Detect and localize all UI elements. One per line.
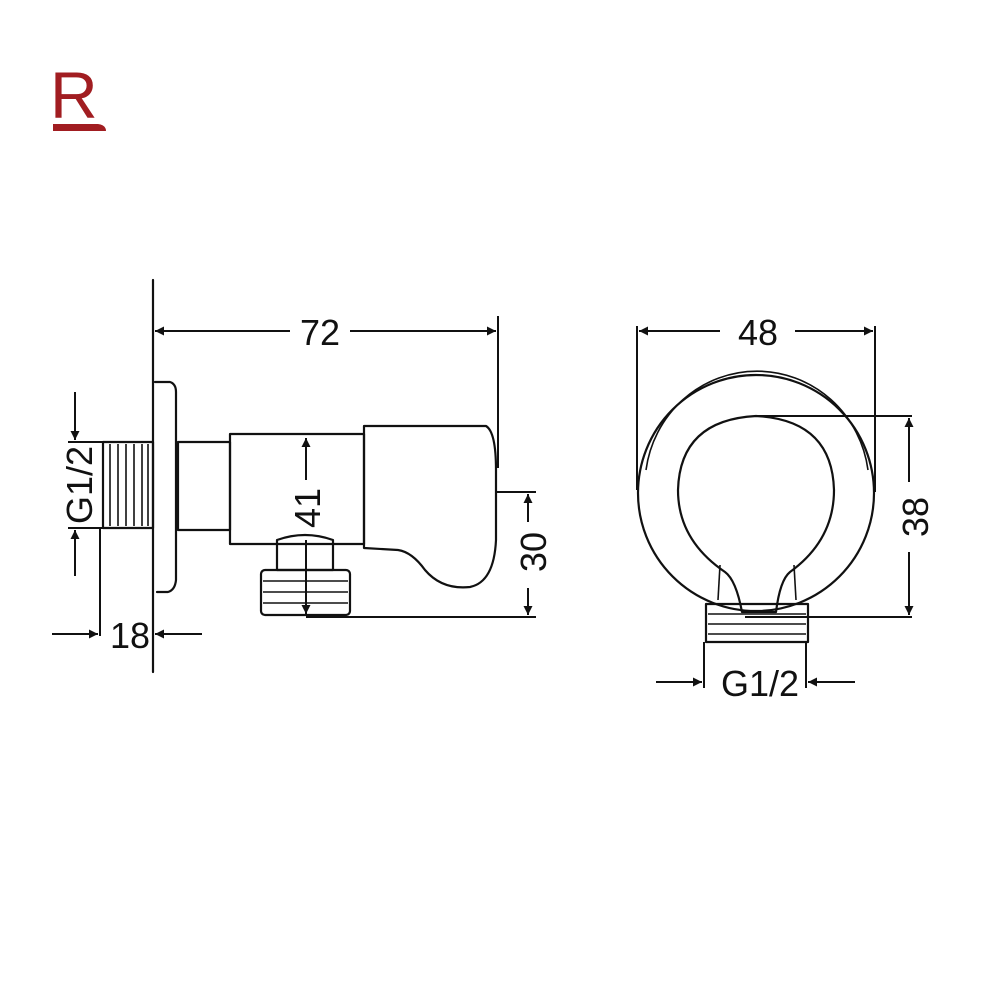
dim-label-flange-diameter: 48: [738, 312, 778, 353]
dim-label-height-to-outlet: 41: [287, 488, 328, 528]
dim-label-thread-length: 18: [110, 615, 150, 656]
handle-stem-left: [717, 564, 721, 601]
handle-stem-right: [793, 564, 797, 601]
dim-label-handle-height: 38: [895, 497, 936, 537]
dim-label-inlet-thread: G1/2: [59, 446, 100, 524]
dim-label-overall-length: 72: [300, 312, 340, 353]
logo-underline: [53, 124, 106, 131]
side-view: 72 G1/2 41 30 18: [52, 278, 554, 674]
front-view: 48 38 G1/2: [636, 312, 936, 704]
valve-neck: [176, 440, 232, 532]
flange-inner-edge: [645, 370, 869, 471]
front-handle: [676, 414, 836, 614]
valve-handle: [362, 424, 498, 589]
dim-label-outlet-thread: G1/2: [721, 663, 799, 704]
front-outlet-thread: [704, 602, 810, 644]
inlet-thread: [101, 440, 155, 530]
wall-flange: [153, 380, 178, 594]
dim-label-outlet-drop: 30: [513, 532, 554, 572]
logo-letter: R: [50, 58, 98, 132]
brand-logo: R: [50, 58, 106, 132]
